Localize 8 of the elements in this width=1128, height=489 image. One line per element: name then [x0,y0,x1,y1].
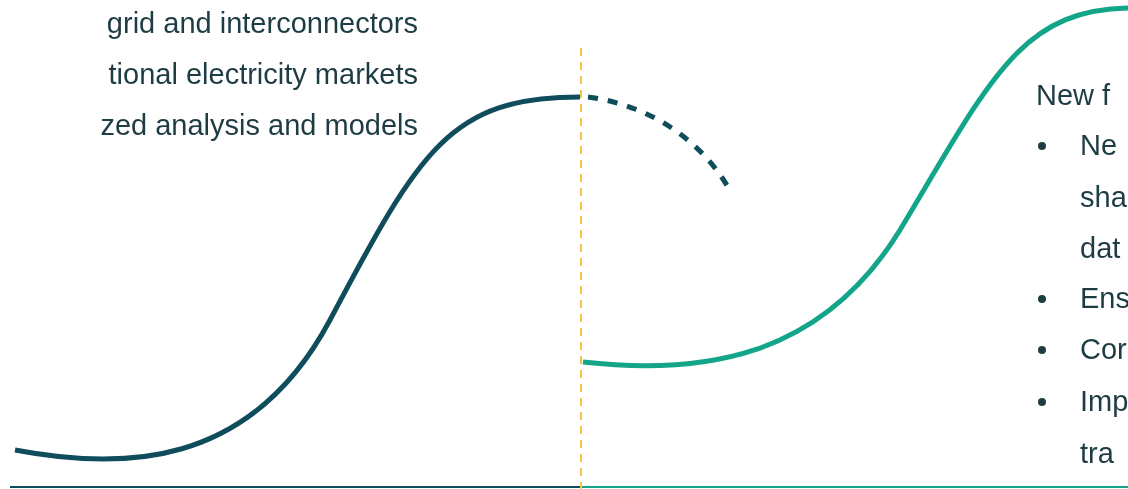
text-line: grid and interconnectors [106,6,418,41]
heading: New f [1036,78,1111,113]
bullet-text: Ne sha dat [1080,128,1126,266]
text-line: zed analysis and models [100,108,418,143]
text-line: tional electricity markets [108,57,418,92]
bullet-text: Ens [1080,281,1126,316]
bullet-text: Cor [1080,332,1126,367]
bullet-text: Imp tra [1080,384,1126,471]
